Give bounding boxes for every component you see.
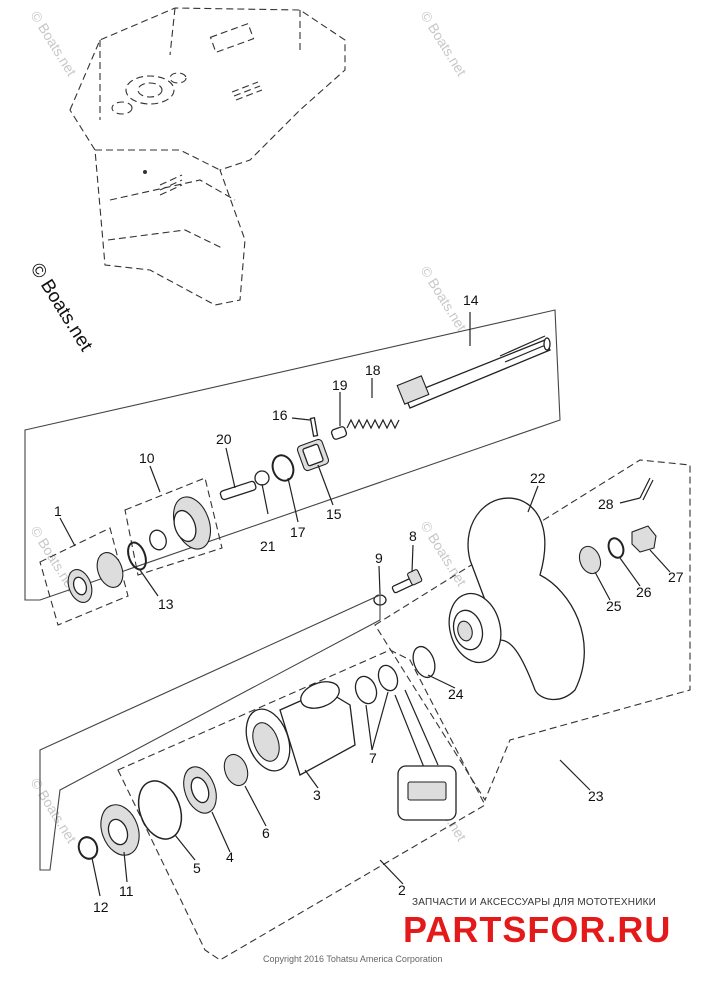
part-5-o-ring (137, 780, 183, 840)
part-label-20: 20 (216, 431, 232, 447)
part-label-10: 10 (139, 450, 155, 466)
part-16-cross-pin (309, 417, 319, 437)
part-label-3: 3 (313, 787, 321, 803)
gear-case-housing (69, 7, 346, 306)
part-labels: 14 18 19 16 20 10 15 17 21 1 13 22 28 8 … (54, 292, 684, 915)
assembly-outline-10 (124, 477, 223, 576)
part-21-ball (254, 470, 270, 486)
assembly-outline-2 (117, 649, 486, 961)
part-label-21: 21 (260, 538, 276, 554)
part-label-23: 23 (588, 788, 604, 804)
part-label-17: 17 (290, 524, 306, 540)
seal-detail-callout (394, 689, 457, 821)
part-6-bushing (223, 753, 249, 787)
part-label-28: 28 (598, 496, 614, 512)
part-25-washer (578, 545, 602, 575)
part-22-propeller (448, 497, 585, 701)
footer: ЗАПЧАСТИ И АКСЕССУАРЫ ДЛЯ МОТОТЕХНИКИ PA… (263, 897, 671, 964)
part-label-4: 4 (226, 849, 234, 865)
part-7-seal (354, 675, 378, 705)
part-label-7: 7 (369, 750, 377, 766)
part-label-2: 2 (398, 882, 406, 898)
part-label-16: 16 (272, 407, 288, 423)
part-18-spring (346, 418, 400, 430)
part-7-seal (377, 664, 399, 692)
part-14-propeller-shaft (396, 335, 551, 409)
part-26-washer (607, 537, 625, 559)
part-11-reverse-gear (100, 804, 140, 856)
assembly-outline-upper (24, 309, 561, 601)
part-label-24: 24 (448, 686, 464, 702)
part-label-27: 27 (668, 569, 684, 585)
copyright-text: Copyright 2016 Tohatsu America Corporati… (263, 954, 442, 964)
part-20-plunger (219, 480, 257, 501)
part-15-clutch (296, 438, 330, 472)
part-12-washer (77, 836, 99, 860)
part-label-1: 1 (54, 503, 62, 519)
part-1-bearing (67, 552, 124, 603)
part-28-cotter-pin (639, 477, 654, 501)
assembly-outline-lower (39, 594, 381, 871)
part-label-26: 26 (636, 584, 652, 600)
watermark: © Boats.net (27, 775, 80, 846)
part-3-bearing-housing (245, 681, 356, 776)
assembly-outline-23 (374, 459, 691, 802)
part-label-14: 14 (463, 292, 479, 308)
part-4-bearing-inner (190, 776, 210, 804)
part-label-11: 11 (119, 883, 134, 899)
leader-lines (59, 312, 671, 897)
watermark: © Boats.net (417, 518, 470, 589)
part-label-18: 18 (365, 362, 381, 378)
part-label-25: 25 (606, 598, 622, 614)
promo-text: ЗАПЧАСТИ И АКСЕССУАРЫ ДЛЯ МОТОТЕХНИКИ (412, 897, 656, 908)
part-label-8: 8 (409, 528, 417, 544)
part-19-pin (330, 426, 348, 440)
part-13-ring (127, 541, 147, 571)
part-label-12: 12 (93, 899, 109, 915)
watermark-large: © Boats.net (26, 260, 97, 356)
part-24-thrust-holder (412, 645, 436, 679)
part-label-9: 9 (375, 550, 383, 566)
part-label-5: 5 (193, 860, 201, 876)
part-label-15: 15 (326, 506, 342, 522)
watermark: © Boats.net (417, 8, 470, 79)
part-label-22: 22 (530, 470, 546, 486)
partsfor-logo: PARTSFOR.RU (403, 909, 671, 950)
part-label-6: 6 (262, 825, 270, 841)
watermark: © Boats.net (27, 8, 80, 79)
part-label-13: 13 (158, 596, 174, 612)
part-label-19: 19 (332, 377, 348, 393)
part-10-forward-gear (149, 496, 212, 551)
assembly-outline-1 (39, 527, 129, 626)
part-8-bolt (391, 569, 423, 594)
part-17-snap-ring (271, 454, 295, 482)
part-27-nut (631, 525, 657, 553)
